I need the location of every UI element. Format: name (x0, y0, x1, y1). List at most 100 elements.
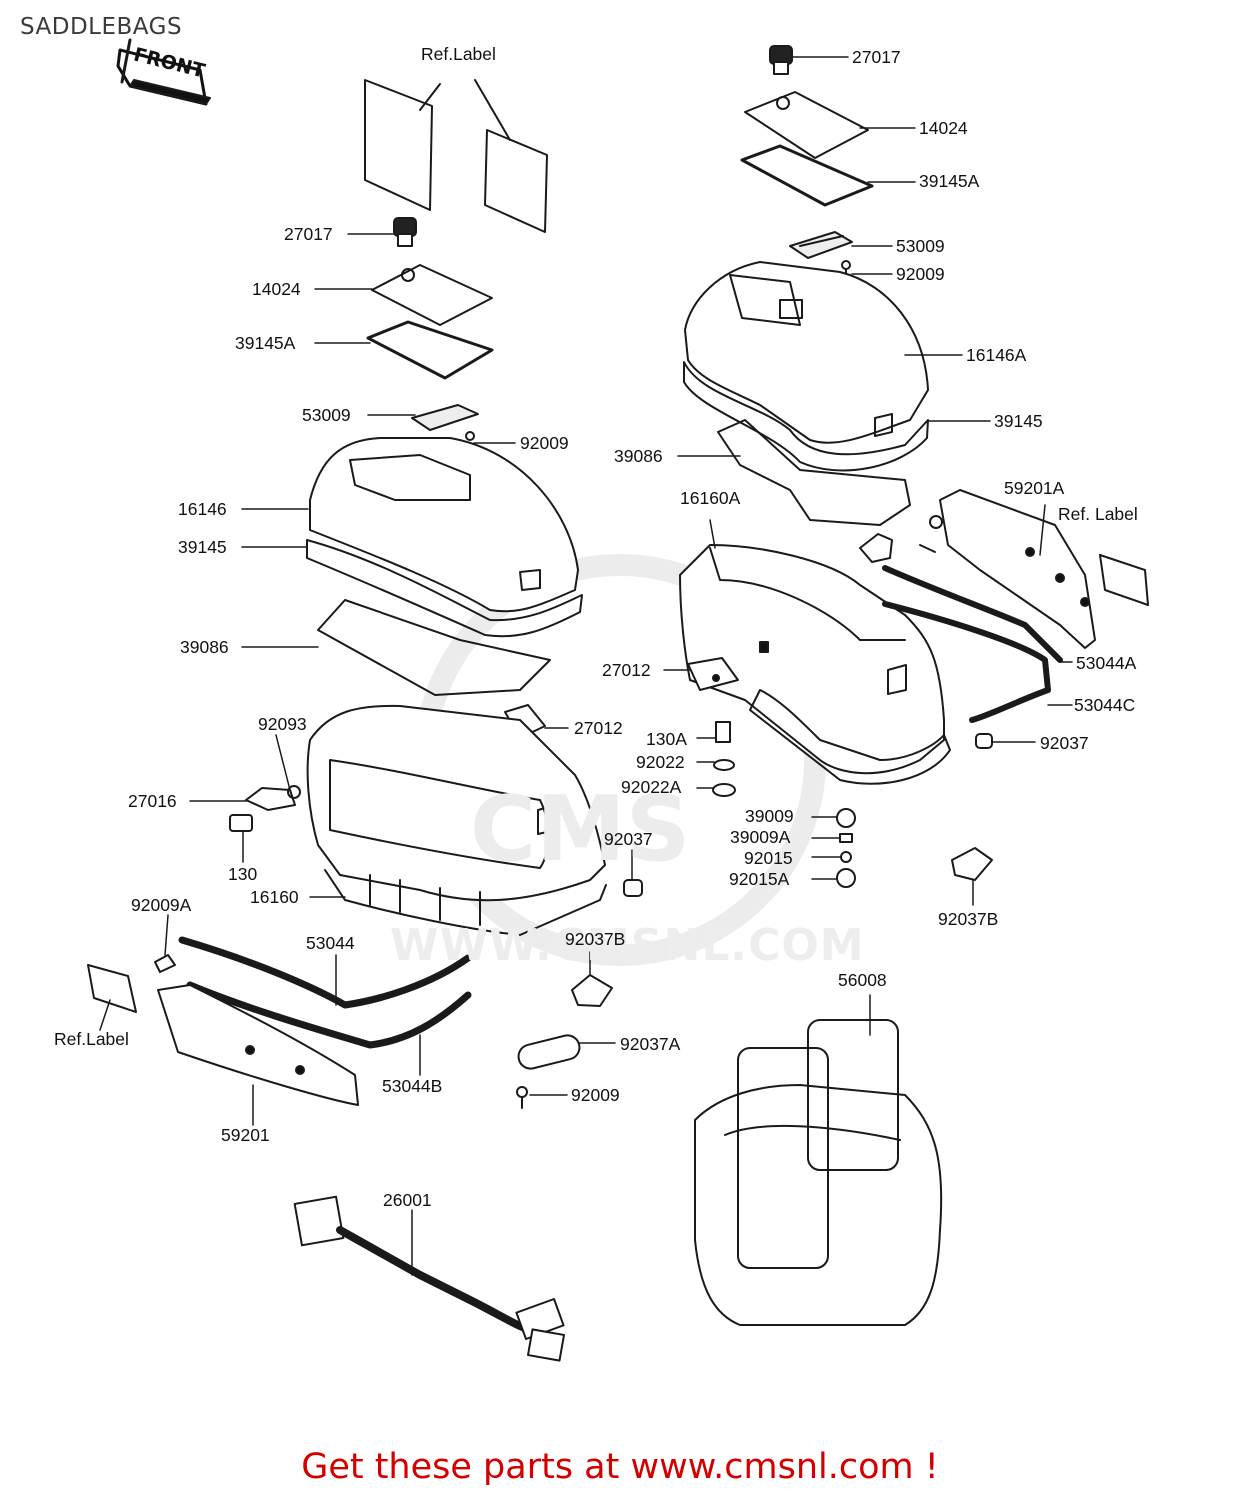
screw-92009-bottom (516, 1086, 528, 1109)
label-39145-right: 39145 (994, 411, 1043, 431)
label-39086-right: 39086 (614, 446, 663, 466)
label-ref-label-right: Ref. Label (1058, 504, 1138, 524)
ref-label-left-plate (87, 964, 137, 1013)
hinge-53009-right (789, 231, 853, 259)
label-16160a: 16160A (680, 488, 741, 508)
hinge-53009-left (411, 404, 479, 431)
label-92037-right: 92037 (1040, 733, 1089, 753)
label-130: 130 (228, 864, 258, 884)
nut-92015a (836, 868, 856, 888)
label-27016: 27016 (128, 791, 177, 811)
label-53009-right: 53009 (896, 236, 945, 256)
label-92037-left: 92037 (604, 829, 653, 849)
washer-92022 (713, 759, 735, 771)
label-92022: 92022 (636, 752, 685, 772)
label-27017-left: 27017 (284, 224, 333, 244)
label-92093: 92093 (258, 714, 307, 734)
label-59201: 59201 (221, 1125, 270, 1145)
watermark-url: WWW.CMSNL.COM (390, 920, 865, 971)
trim-59201a (939, 489, 1096, 649)
liner-39086-left (317, 599, 551, 696)
grommet-39009 (836, 808, 856, 828)
label-92022a: 92022A (621, 777, 682, 797)
lock-27017-left (393, 217, 417, 247)
label-92009a: 92009A (131, 895, 192, 915)
label-53044b: 53044B (382, 1076, 443, 1096)
label-92009-left: 92009 (520, 433, 569, 453)
bolt-130 (229, 814, 253, 832)
gasket-39145-right (683, 361, 929, 472)
seal-53044 (178, 936, 472, 1009)
label-53044: 53044 (306, 933, 355, 953)
seal-53044a (882, 565, 1063, 663)
nut-92037-left (623, 879, 643, 897)
label-14024-left: 14024 (252, 279, 301, 299)
label-92037b-left: 92037B (565, 929, 626, 949)
lid-16146a (684, 261, 929, 444)
gasket-39145a-left (366, 320, 494, 380)
ref-label-sheets-top (364, 79, 548, 233)
trim-59201 (157, 984, 359, 1106)
label-26001: 26001 (383, 1190, 432, 1210)
diagram-title: SADDLEBAGS (20, 14, 183, 40)
label-92037b-right: 92037B (938, 909, 999, 929)
label-59201a: 59201A (1004, 478, 1065, 498)
gasket-39145a-right (740, 144, 874, 207)
cover-14024-left (371, 264, 493, 326)
case-16160 (306, 704, 607, 936)
bracket-27012-right (687, 657, 739, 691)
label-56008: 56008 (838, 970, 887, 990)
lock-27016 (245, 785, 301, 811)
label-ref-label-top: Ref.Label (421, 44, 496, 64)
label-39145a-left: 39145A (235, 333, 296, 353)
label-130a: 130A (646, 729, 687, 749)
label-39145-left: 39145 (178, 537, 227, 557)
nut-92037-right (975, 733, 993, 749)
label-16146: 16146 (178, 499, 227, 519)
bolt-130a (715, 721, 731, 743)
label-92015a: 92015A (729, 869, 790, 889)
label-27012-left: 27012 (574, 718, 623, 738)
front-direction-sign (116, 38, 211, 106)
label-39009a: 39009A (730, 827, 791, 847)
leader-lines (99, 56, 1073, 1276)
label-ref-label-left: Ref.Label (54, 1029, 129, 1049)
footer-link[interactable]: Get these parts at www.cmsnl.com ! (301, 1447, 939, 1487)
label-27017-right: 27017 (852, 47, 901, 67)
label-27012-right: 27012 (602, 660, 651, 680)
label-92015: 92015 (744, 848, 793, 868)
strap-92037a (517, 1034, 581, 1070)
harness-26001 (293, 1195, 566, 1362)
label-92037a: 92037A (620, 1034, 681, 1054)
label-16160: 16160 (250, 887, 299, 907)
label-53044a: 53044A (1076, 653, 1137, 673)
ref-label-right-plate (1099, 554, 1149, 606)
clip-92037b-left (571, 974, 613, 1007)
label-92009-bottom: 92009 (571, 1085, 620, 1105)
label-14024-right: 14024 (919, 118, 968, 138)
cover-14024-right (744, 91, 869, 159)
clip-92037b-right (951, 847, 993, 881)
screw-92009-left (465, 431, 475, 441)
label-53044c: 53044C (1074, 695, 1136, 715)
lock-27017-right (769, 45, 793, 75)
label-39145a-right: 39145A (919, 171, 980, 191)
bag-56008 (694, 1019, 943, 1326)
seal-53044b (186, 981, 472, 1049)
lock-screw-right (859, 515, 943, 563)
watermark-logo-text: CMS (470, 777, 690, 882)
case-16160a (679, 544, 951, 785)
seal-53044c (882, 601, 1051, 723)
label-53009-left: 53009 (302, 405, 351, 425)
washer-92022a (712, 783, 736, 797)
lid-16146 (309, 437, 579, 613)
label-16146a: 16146A (966, 345, 1027, 365)
front-sign-text: FRONT (131, 44, 207, 83)
label-92009-right: 92009 (896, 264, 945, 284)
label-39009: 39009 (745, 806, 794, 826)
gasket-39145-left (306, 539, 583, 638)
liner-39086-right (717, 419, 911, 526)
label-39086-left: 39086 (180, 637, 229, 657)
